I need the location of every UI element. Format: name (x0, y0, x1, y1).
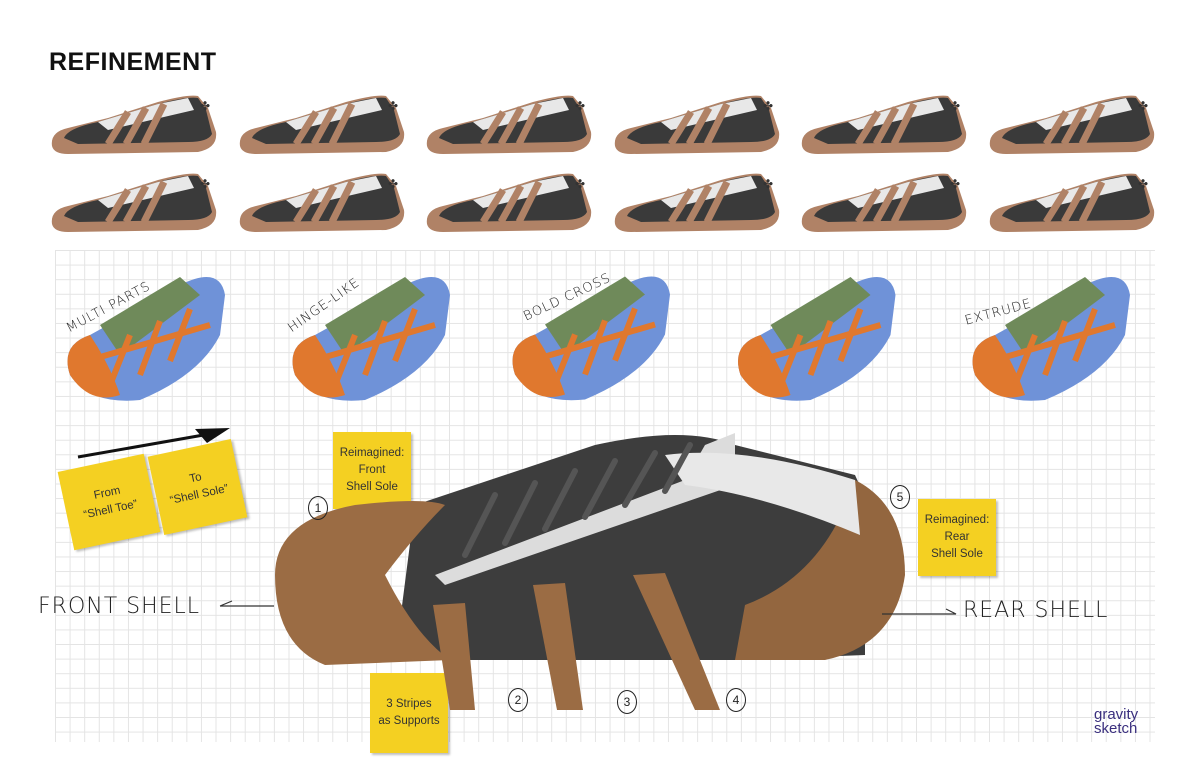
main-shoe-render (275, 433, 905, 710)
logo-line: sketch (1094, 720, 1138, 737)
shoe-thumbnail (236, 88, 408, 160)
shoe-thumbnail (798, 166, 970, 238)
refinement-thumbnails (48, 88, 1158, 244)
shoe-thumbnail (986, 88, 1158, 160)
concept-shoe (275, 265, 465, 405)
callout-number-4: 4 (726, 688, 746, 712)
callout-number-1: 1 (308, 496, 328, 520)
note-line: 3 Stripes (386, 698, 432, 710)
shoe-thumbnail (423, 88, 595, 160)
note-line: Front (358, 464, 386, 476)
shoe-thumbnail (986, 166, 1158, 238)
gravity-sketch-logo: gravity sketch (1094, 706, 1139, 737)
callout-number-5: 5 (890, 485, 910, 509)
shoe-thumbnail (48, 166, 220, 238)
note-line: Rear (944, 531, 970, 543)
rear-shell-callout: REAR SHELL (963, 598, 1109, 623)
note-line: Reimagined: (924, 514, 990, 526)
thumbnail-row (48, 166, 1158, 238)
shoe-thumbnail (423, 166, 595, 238)
front-shell-callout: FRONT SHELL (38, 594, 201, 619)
callout-number-3: 3 (617, 690, 637, 714)
shoe-thumbnail (48, 88, 220, 160)
shoe-thumbnail (798, 88, 970, 160)
front-shell-arrow-icon (219, 600, 274, 607)
thumbnail-row (48, 88, 1158, 160)
rear-shell-arrow-icon (882, 608, 957, 615)
page-title: REFINEMENT (49, 48, 217, 76)
note-line: Shell Sole (931, 548, 983, 560)
shoe-thumbnail (611, 88, 783, 160)
direction-arrow-icon (77, 428, 230, 459)
note-line: “Shell Toe” (82, 498, 139, 522)
note-line: as Supports (378, 715, 440, 727)
note-line: Reimagined: (339, 447, 405, 459)
concept-shoe (728, 265, 903, 405)
shoe-thumbnail (236, 166, 408, 238)
logo-line: gravity (1094, 706, 1139, 723)
note-line: Shell Sole (346, 481, 398, 493)
sticky-note-stripes: 3 Stripes as Supports (370, 673, 448, 753)
concept-shoe (960, 265, 1140, 405)
shoe-thumbnail (611, 166, 783, 238)
callout-number-2: 2 (508, 688, 528, 712)
